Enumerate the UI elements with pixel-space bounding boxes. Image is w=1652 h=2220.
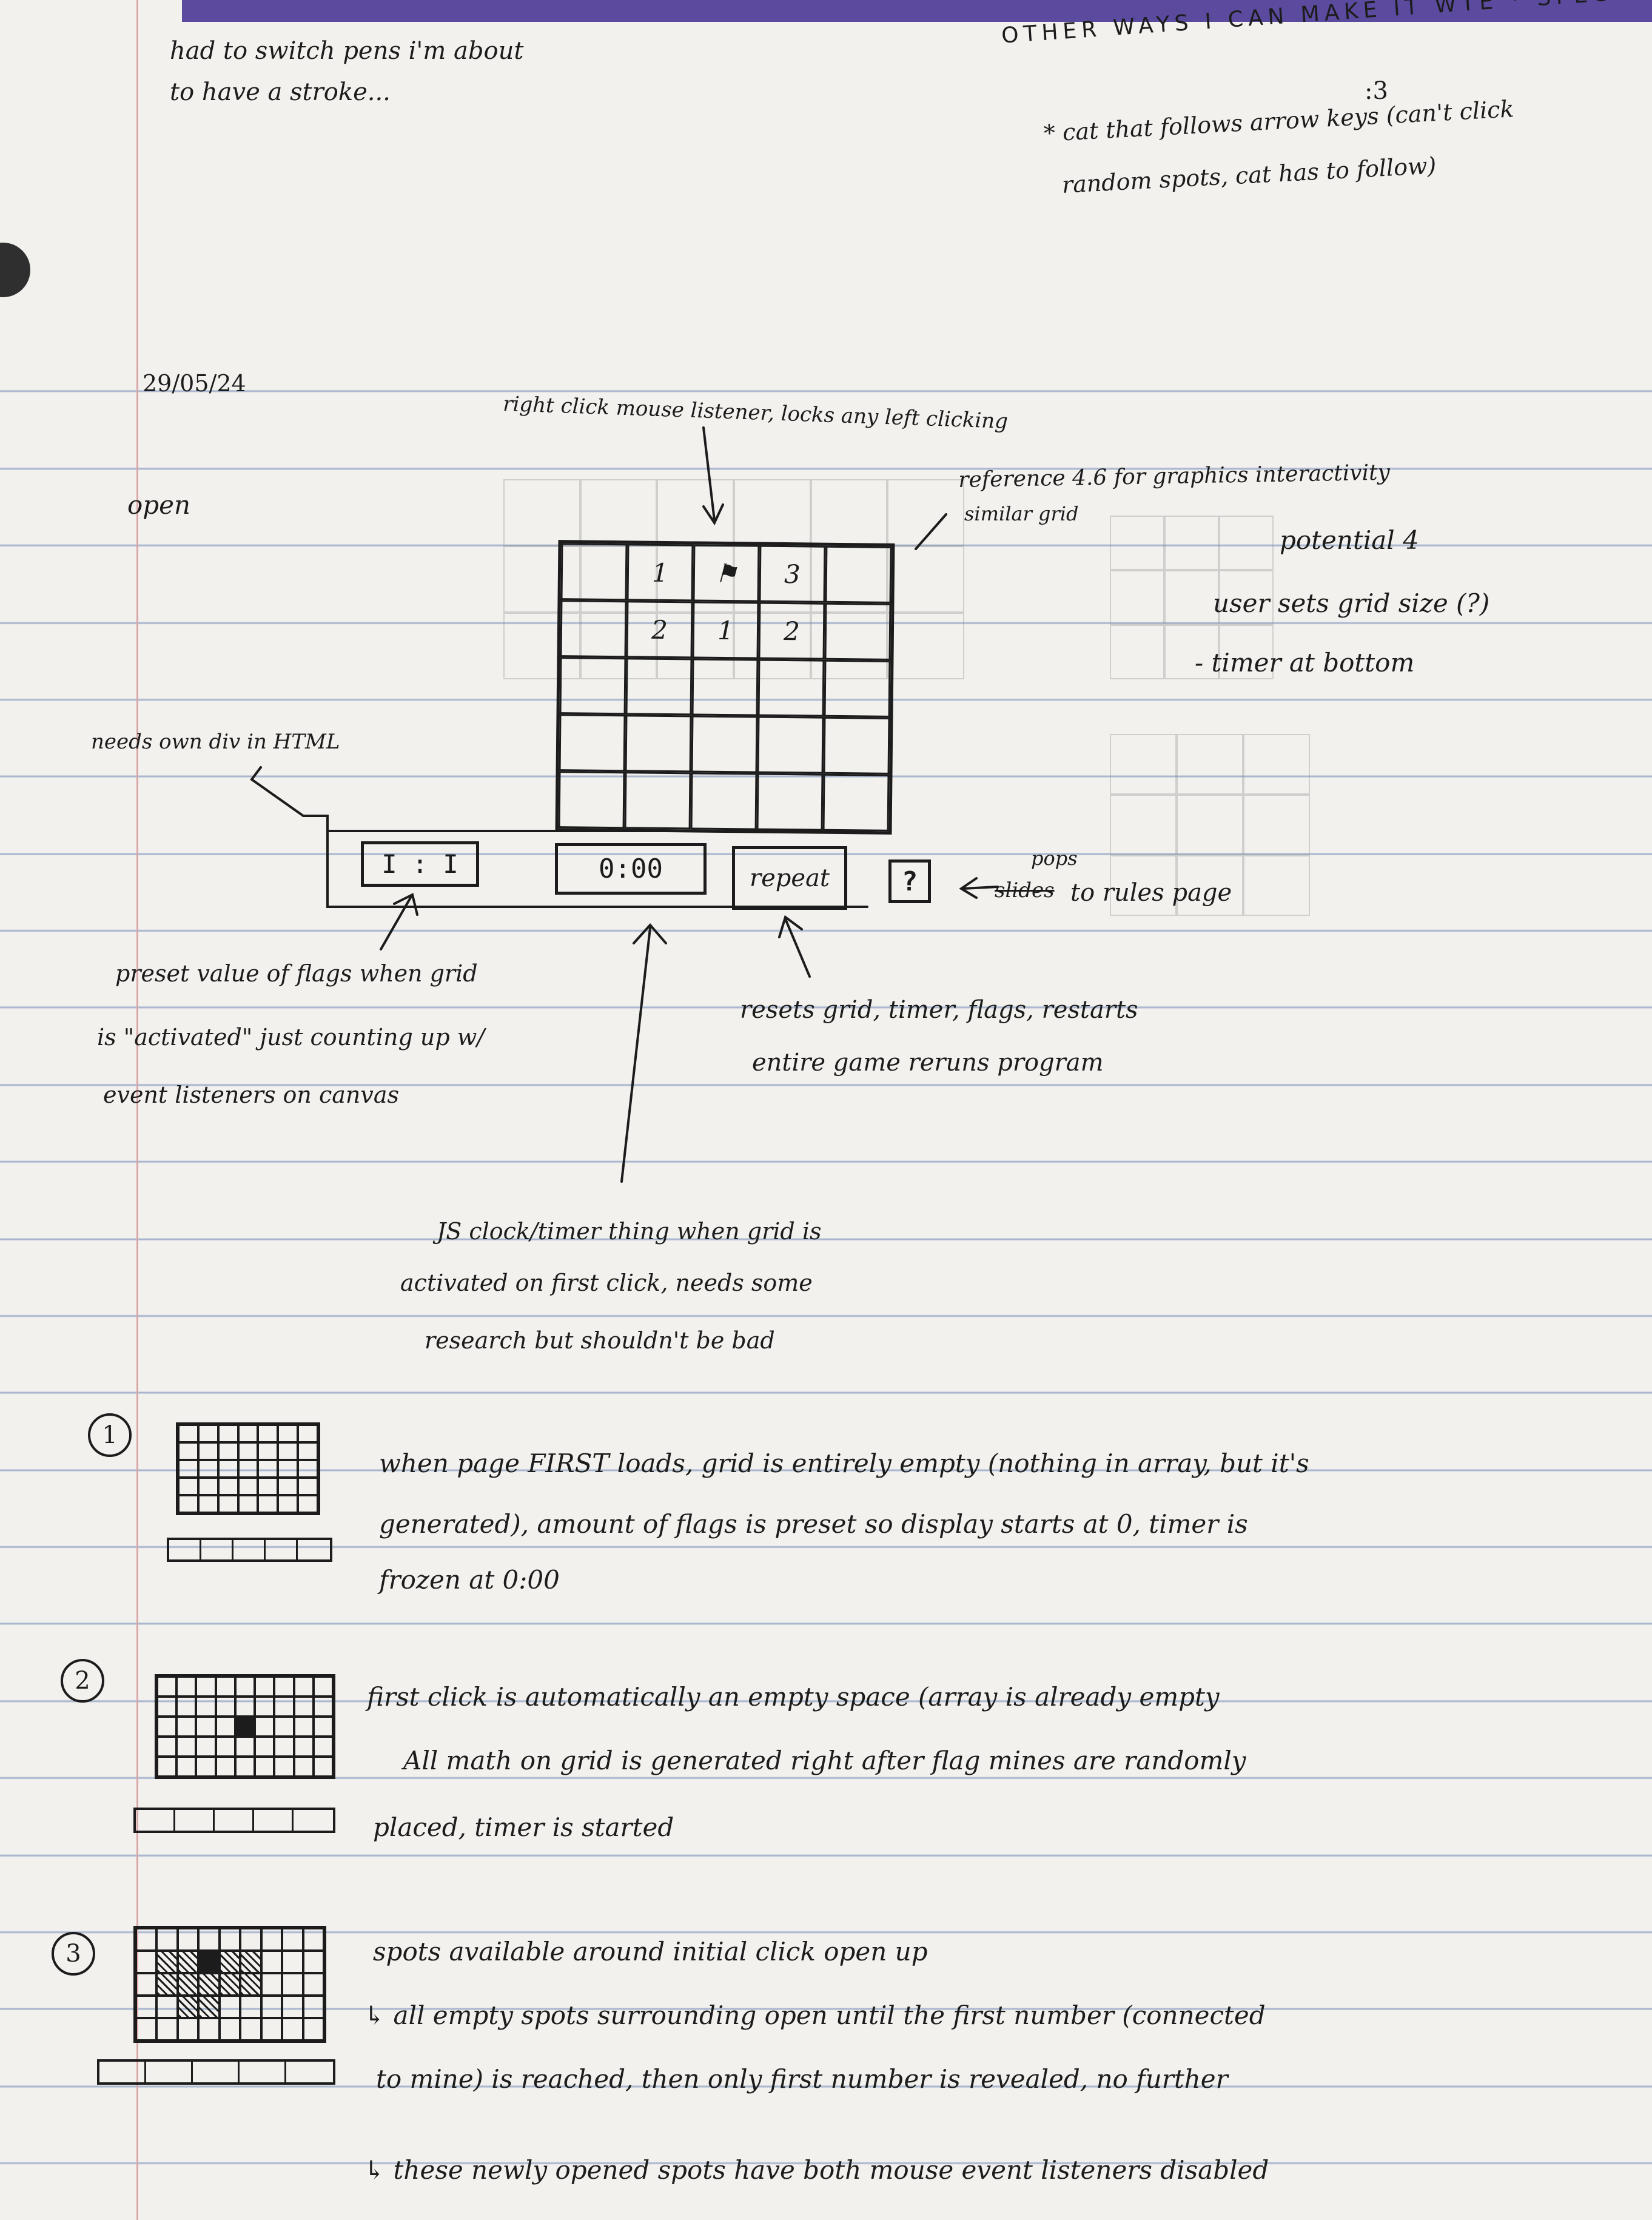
step-1-line-2: generated), amount of flags is preset so… — [379, 1509, 1248, 1539]
div-bracket-top — [250, 766, 875, 832]
step-3-grid-sketch — [133, 1926, 326, 2043]
flags-note-line-1: preset value of flags when grid — [115, 960, 478, 987]
div-bracket-bottom — [326, 830, 868, 908]
smiley-face: :3 — [1365, 77, 1388, 105]
step-3-controls-sketch — [97, 2059, 335, 2085]
similar-grid-annotation: similar grid — [964, 502, 1079, 525]
faded-grid-left — [503, 479, 964, 679]
step-3-line-4: ↳ these newly opened spots have both mou… — [364, 2155, 1269, 2185]
step-2-controls-sketch — [133, 1808, 335, 1833]
faded-grid-right-top — [1110, 516, 1274, 679]
help-annotation-slides-struck: slides — [995, 878, 1055, 903]
step-1-number: 1 — [88, 1413, 132, 1457]
arrowhead-icon — [702, 503, 724, 526]
step-1-line-1: when page FIRST loads, grid is entirely … — [379, 1448, 1309, 1478]
top-margin-area — [0, 0, 1652, 315]
step-2-line-1: first click is automatically an empty sp… — [367, 1682, 1220, 1712]
step-1-controls-sketch — [167, 1538, 332, 1562]
repeat-note-line-2: entire game reruns program — [752, 1049, 1104, 1077]
help-annotation-pops: pops — [1031, 847, 1078, 870]
step-1-line-3: frozen at 0:00 — [379, 1565, 560, 1595]
arrow-to-flag-icon — [702, 426, 716, 522]
timer-display: 0:00 — [555, 843, 707, 895]
step-3-line-1: spots available around initial click ope… — [373, 1937, 928, 1966]
top-left-note-line-1: had to switch pens i'm about — [170, 37, 524, 65]
arrow-to-timer — [620, 923, 667, 1183]
help-button[interactable]: ? — [888, 859, 931, 903]
flag-counter-display: I : I — [361, 841, 479, 887]
faded-grid-right-bottom — [1110, 734, 1310, 916]
timer-note-line-3: research but shouldn't be bad — [425, 1327, 775, 1354]
step-1-grid-sketch — [176, 1422, 320, 1515]
arrow-to-repeat — [778, 915, 811, 978]
potential-note-2: user sets grid size (?) — [1213, 588, 1490, 618]
purple-tape-strip — [182, 0, 1652, 22]
needs-div-annotation: needs own div in HTML — [91, 730, 340, 754]
red-margin-line — [136, 0, 138, 2220]
repeat-button[interactable]: repeat — [732, 846, 847, 910]
arrow-to-ghost-grid — [915, 513, 947, 550]
arrow-to-help — [959, 877, 999, 899]
step-2-number: 2 — [61, 1659, 104, 1703]
step-3-line-3: to mine) is reached, then only first num… — [376, 2064, 1228, 2094]
help-annotation-rules: to rules page — [1070, 879, 1232, 907]
date: 29/05/24 — [143, 370, 246, 397]
step-2-grid-sketch — [155, 1674, 335, 1779]
flags-note-line-3: event listeners on canvas — [103, 1081, 400, 1108]
potential-note-3: - timer at bottom — [1195, 648, 1415, 678]
top-left-note-line-2: to have a stroke... — [170, 78, 391, 106]
arrow-to-flag-counter — [380, 893, 418, 950]
step-3-number: 3 — [52, 1932, 95, 1976]
step-2-line-2: All math on grid is generated right afte… — [403, 1746, 1246, 1775]
potential-note-1: potential 4 — [1280, 525, 1419, 555]
timer-note-line-1: JS clock/timer thing when grid is — [437, 1218, 822, 1245]
step-3-line-2: ↳ all empty spots surrounding open until… — [364, 2000, 1266, 2030]
open-label: open — [127, 490, 191, 520]
timer-note-line-2: activated on first click, needs some — [400, 1270, 813, 1296]
flags-note-line-2: is "activated" just counting up w/ — [97, 1024, 485, 1051]
step-2-line-3: placed, timer is started — [373, 1812, 674, 1842]
repeat-note-line-1: resets grid, timer, flags, restarts — [740, 996, 1138, 1024]
